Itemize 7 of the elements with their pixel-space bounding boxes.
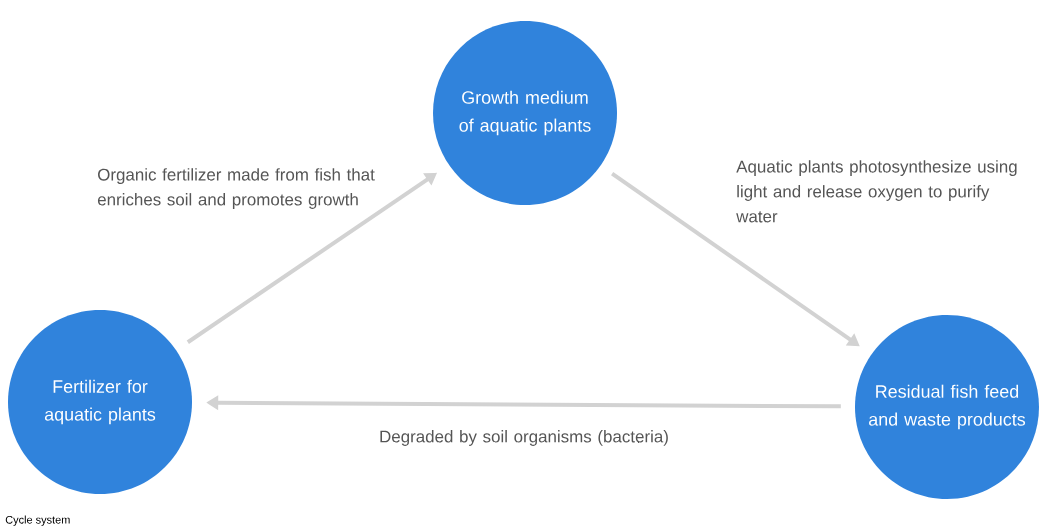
circle-node: Growth medium of aquatic plants xyxy=(433,21,617,205)
circle-node: Residual fish feed and waste products xyxy=(855,315,1039,499)
caption: Cycle system xyxy=(5,515,70,526)
circle-node: Fertilizer for aquatic plants xyxy=(8,310,192,494)
edge-label: Degraded by soil organisms (bacteria) xyxy=(380,430,668,446)
edge-label: Aquatic plants photosynthesize using light and release oxygen to purify water xyxy=(736,160,1017,223)
edge-label: Organic fertilizer made from fish that enriches soil and promotes growth xyxy=(97,168,375,209)
